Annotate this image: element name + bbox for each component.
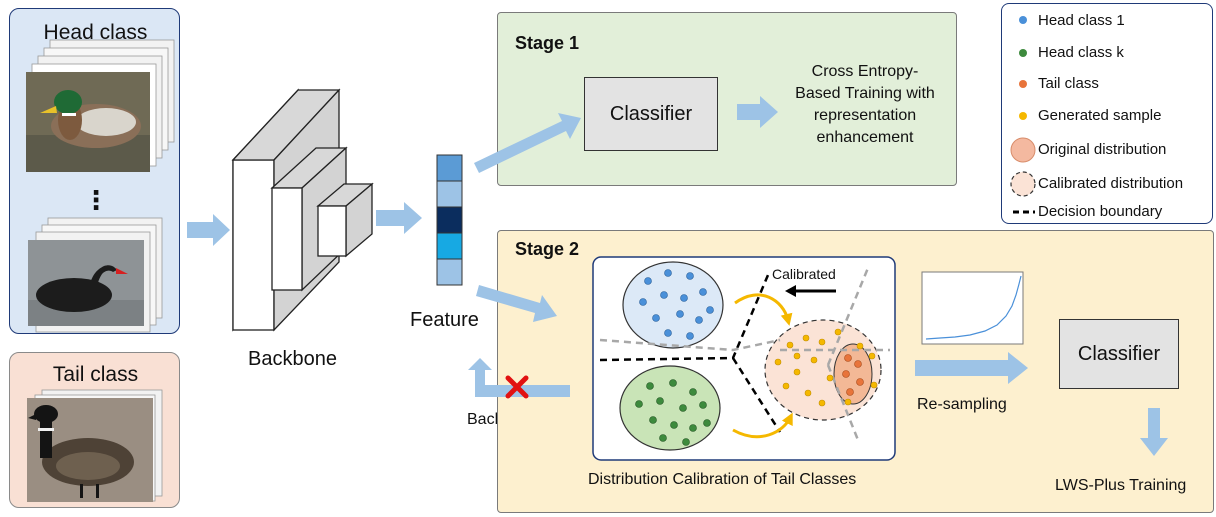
stage1-training-line: representation xyxy=(813,107,917,124)
duck-icon xyxy=(40,90,141,148)
legend-original-distribution-swatch xyxy=(1010,137,1036,163)
stage1-training-text: Cross Entropy- Based Training with repre… xyxy=(784,61,946,149)
ellipsis-text: ⋮ xyxy=(83,185,109,215)
arrow-calibration-to-classifier2 xyxy=(915,352,1028,384)
shift-arrow-upper xyxy=(734,293,793,326)
stage1-classifier-box: Classifier xyxy=(584,77,718,151)
tail-class-title: Tail class xyxy=(52,363,139,386)
arrow-images-to-backbone xyxy=(187,214,230,246)
feature-cell xyxy=(436,180,463,208)
tail-image-stack xyxy=(27,389,163,502)
feature-cell xyxy=(436,232,463,260)
resampling-curve-line xyxy=(925,275,1022,340)
resampling-curve-chart xyxy=(921,271,1024,345)
decision-boundary-black xyxy=(731,357,782,433)
legend-markers xyxy=(1010,16,1036,214)
arrow-backbone-to-feature xyxy=(376,202,422,234)
backbone-network xyxy=(231,88,374,332)
stage1-training-line: enhancement xyxy=(816,129,914,146)
head-class-k-points xyxy=(635,379,711,446)
arrow-classifier-to-training xyxy=(737,96,778,128)
legend-head-class-k-dot xyxy=(1019,49,1027,57)
calibration-caption: Distribution Calibration of Tail Classes xyxy=(588,471,857,488)
head-class-1-distribution xyxy=(622,261,724,349)
lws-plus-label: LWS-Plus Training xyxy=(1055,477,1187,494)
head-image-stack-lower xyxy=(28,217,163,333)
legend-label-generated-sample: Generated sample xyxy=(1038,107,1162,124)
legend: Head class 1 Head class k Tail class Gen… xyxy=(1001,3,1213,224)
shift-arrow-lower xyxy=(732,412,793,439)
legend-calibrated-distribution-swatch xyxy=(1010,171,1036,197)
backbone-label: Backbone xyxy=(248,348,337,370)
legend-label-calibrated-distribution: Calibrated distribution xyxy=(1038,175,1184,192)
calibrated-label: Calibrated xyxy=(772,266,836,282)
legend-label-head-class-1: Head class 1 xyxy=(1038,12,1125,29)
stage1-training-line: Based Training with xyxy=(795,85,935,102)
arrow-backward xyxy=(468,358,570,397)
original-tail-distribution xyxy=(833,343,873,405)
resampling-label: Re-sampling xyxy=(917,396,1007,413)
goose-icon xyxy=(28,405,134,498)
legend-label-decision-boundary: Decision boundary xyxy=(1038,203,1163,220)
backward-blocked-cross-icon xyxy=(505,375,529,399)
stage1-panel: Stage 1 Classifier Cross Entropy- Based … xyxy=(497,12,957,186)
tail-class-points xyxy=(842,354,864,396)
flow-arrows xyxy=(187,96,1168,456)
head-class-title: Head class xyxy=(43,21,148,44)
arrow-feature-to-stage1 xyxy=(474,113,581,173)
stage1-classifier-label: Classifier xyxy=(609,102,693,125)
legend-generated-sample-dot xyxy=(1019,112,1027,120)
stage2-title: Stage 2 xyxy=(515,239,580,259)
legend-label-tail-class: Tail class xyxy=(1038,75,1099,92)
legend-label-original-distribution: Original distribution xyxy=(1038,141,1167,158)
stage2-classifier-label: Classifier xyxy=(1077,342,1161,365)
feature-label: Feature xyxy=(410,309,479,331)
feature-cell xyxy=(436,154,463,182)
feature-cell xyxy=(436,258,463,286)
head-image-stack-upper xyxy=(26,39,175,172)
feature-cell xyxy=(436,206,463,234)
arrow-feature-to-stage2 xyxy=(476,285,557,322)
stage1-training-line: Cross Entropy- xyxy=(811,63,919,80)
generated-sample-points xyxy=(774,328,878,407)
legend-tail-class-dot xyxy=(1019,80,1027,88)
calibrated-arrow-head xyxy=(785,285,796,297)
head-class-1-points xyxy=(639,269,714,340)
decision-boundary-gray xyxy=(599,338,781,352)
stage1-title: Stage 1 xyxy=(515,33,580,53)
legend-label-head-class-k: Head class k xyxy=(1038,44,1124,61)
swan-icon xyxy=(36,265,128,312)
stage2-classifier-box: Classifier xyxy=(1059,319,1179,389)
arrow-classifier2-to-lws xyxy=(1140,408,1168,456)
feature-vector xyxy=(436,154,463,286)
legend-head-class-1-dot xyxy=(1019,16,1027,24)
